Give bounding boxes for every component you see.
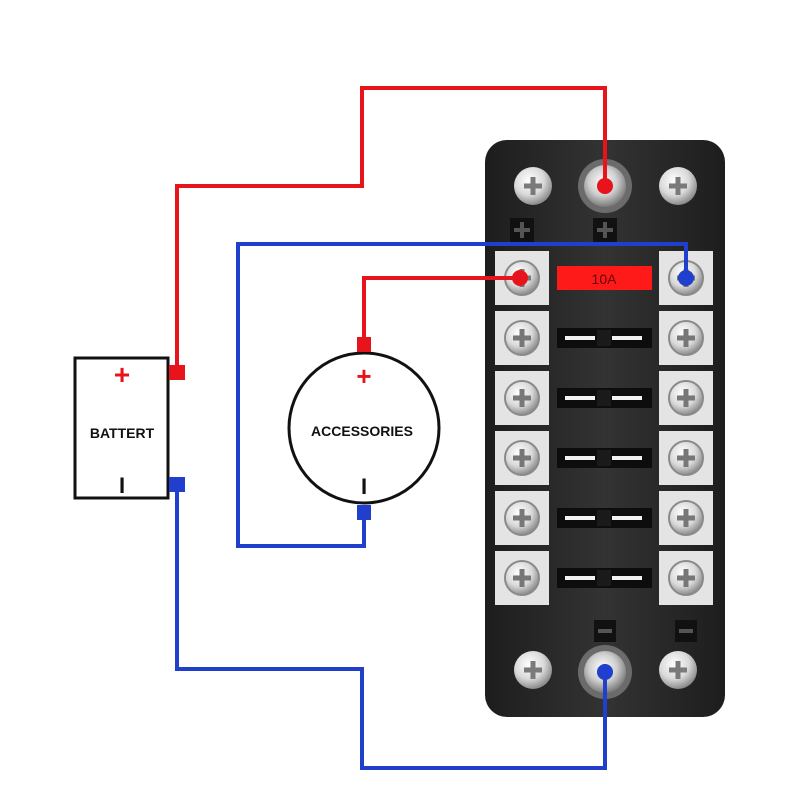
negative-marker-center bbox=[594, 620, 616, 642]
mount-screw-top-left bbox=[514, 167, 552, 205]
fuse-slot[interactable] bbox=[557, 448, 652, 468]
fuse-output-connection-dot bbox=[512, 270, 528, 286]
battery-label: BATTERT bbox=[90, 425, 155, 441]
fuse-input-terminal[interactable] bbox=[495, 371, 549, 425]
fuse-row bbox=[495, 371, 713, 425]
fuse-input-terminal[interactable] bbox=[495, 311, 549, 365]
fuse-input-terminal[interactable] bbox=[495, 551, 549, 605]
fuse-slot[interactable] bbox=[557, 328, 652, 348]
ground-terminal[interactable] bbox=[659, 431, 713, 485]
accessories-body bbox=[287, 351, 441, 505]
accessories-negative-symbol: I bbox=[361, 474, 367, 499]
fuse-slot[interactable] bbox=[557, 568, 652, 588]
fuse-row bbox=[495, 431, 713, 485]
negative-marker-right bbox=[675, 620, 697, 642]
mount-screw-top-right bbox=[659, 167, 697, 205]
battery-positive-symbol: + bbox=[114, 359, 130, 390]
battery-positive-terminal bbox=[169, 365, 185, 380]
ground-bus-connection-dot bbox=[678, 270, 694, 286]
battery-body bbox=[73, 356, 170, 500]
mount-screw-bottom-right bbox=[659, 651, 697, 689]
fuse-slot[interactable] bbox=[557, 508, 652, 528]
wire-battery-positive-to-bus bbox=[175, 86, 607, 372]
wire-battery-negative-to-ground-stud bbox=[175, 484, 607, 770]
fuse-slot[interactable] bbox=[557, 388, 652, 408]
fuse-input-terminal[interactable] bbox=[495, 491, 549, 545]
ground-terminal[interactable] bbox=[659, 491, 713, 545]
fuse-row bbox=[495, 311, 713, 365]
positive-stud-connection-dot bbox=[597, 178, 613, 194]
fuse-rating-label: 10A bbox=[592, 271, 618, 287]
battery-negative-terminal bbox=[169, 477, 185, 492]
accessories-negative-terminal bbox=[357, 505, 371, 520]
accessories: + ACCESSORIES I bbox=[287, 337, 441, 520]
fuse-row bbox=[495, 551, 713, 605]
fuse-input-terminal[interactable] bbox=[495, 431, 549, 485]
accessories-label: ACCESSORIES bbox=[311, 423, 413, 439]
battery: + BATTERT I bbox=[73, 356, 185, 500]
fuse-10a[interactable]: 10A bbox=[557, 266, 652, 290]
fuse-box: 10A bbox=[485, 140, 725, 717]
battery-negative-symbol: I bbox=[119, 473, 125, 498]
ground-terminal[interactable] bbox=[659, 311, 713, 365]
accessories-positive-terminal bbox=[357, 337, 371, 352]
ground-terminal[interactable] bbox=[659, 551, 713, 605]
ground-terminal[interactable] bbox=[659, 371, 713, 425]
positive-marker-center bbox=[593, 218, 617, 242]
fuse-row bbox=[495, 491, 713, 545]
negative-stud-connection-dot bbox=[597, 664, 613, 680]
accessories-positive-symbol: + bbox=[356, 361, 371, 391]
wire-accessories-negative-to-ground-bus bbox=[236, 242, 688, 548]
mount-screw-bottom-left bbox=[514, 651, 552, 689]
wire-fuse-to-accessories-positive bbox=[362, 276, 520, 344]
positive-marker-left bbox=[510, 218, 534, 242]
